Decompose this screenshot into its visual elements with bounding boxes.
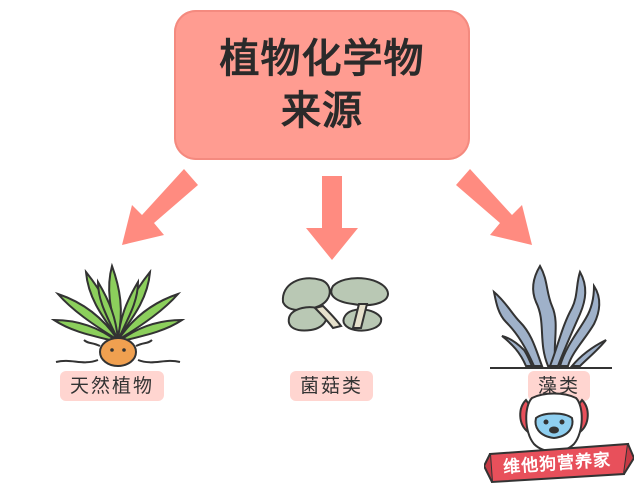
plant-icon: [50, 262, 186, 367]
arrow-to-algae: [456, 169, 532, 245]
arrow-to-fungi: [306, 176, 358, 260]
seaweed-icon: [490, 264, 612, 369]
title-line-1: 植物化学物: [219, 36, 425, 82]
title-box: 植物化学物 来源: [174, 10, 470, 160]
source-label-plants: 天然植物: [60, 371, 165, 401]
mushroom-icon: [281, 277, 389, 332]
brand-ribbon: [484, 442, 634, 484]
source-label-fungi: 菌菇类: [290, 371, 374, 401]
arrow-to-plants: [122, 169, 198, 245]
dog-mascot-icon: [519, 392, 589, 453]
title-line-2: 来源: [281, 88, 363, 134]
